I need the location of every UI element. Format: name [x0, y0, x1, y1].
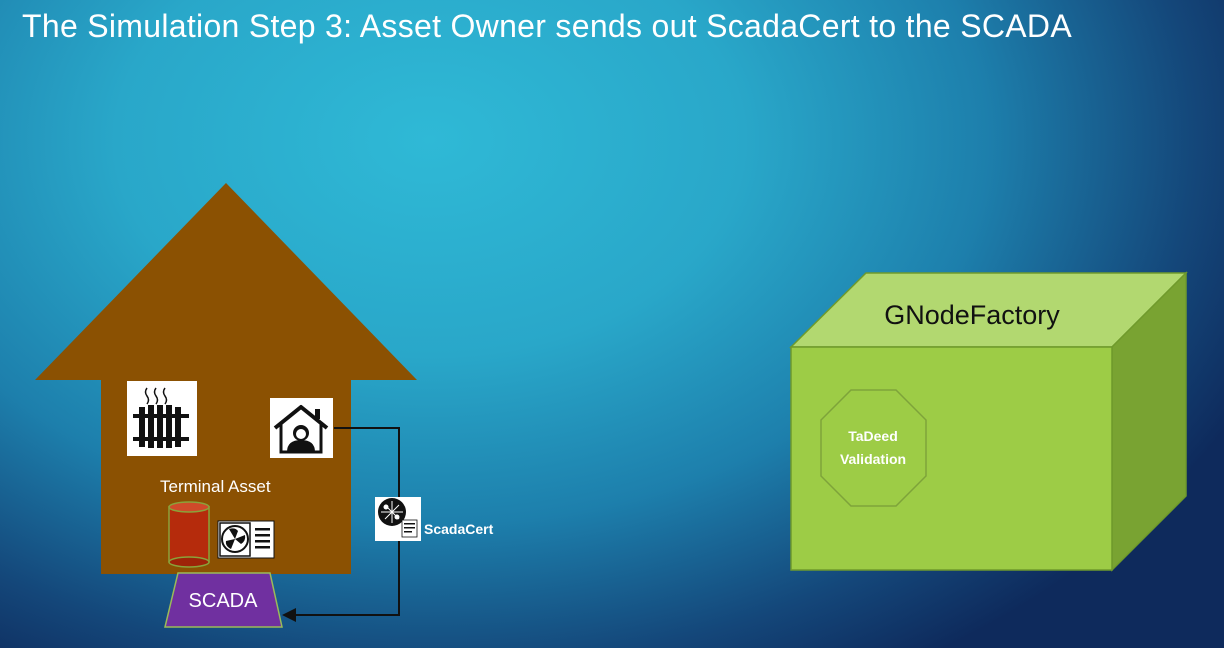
radiator-icon	[127, 381, 197, 456]
slide-title: The Simulation Step 3: Asset Owner sends…	[22, 8, 1072, 44]
scada-label: SCADA	[188, 590, 258, 612]
house-roof	[35, 183, 417, 380]
homeowner-icon	[270, 398, 333, 458]
scadacert-icon	[375, 497, 421, 541]
scadacert-label: ScadaCert	[424, 521, 494, 537]
terminal-asset-label: Terminal Asset	[160, 477, 271, 496]
tadeed-validation-octagon	[820, 389, 927, 507]
gnode-factory-cube	[789, 271, 1188, 572]
gnode-factory-label: GNodeFactory	[884, 300, 1060, 330]
tadeed-label-line2: Validation	[839, 451, 907, 467]
water-tank-icon	[168, 501, 210, 568]
tadeed-label-line1: TaDeed	[848, 428, 898, 444]
tadeed-validation-label: TaDeed Validation	[820, 425, 926, 471]
scada-box	[164, 572, 283, 628]
heat-pump-icon	[217, 520, 275, 559]
